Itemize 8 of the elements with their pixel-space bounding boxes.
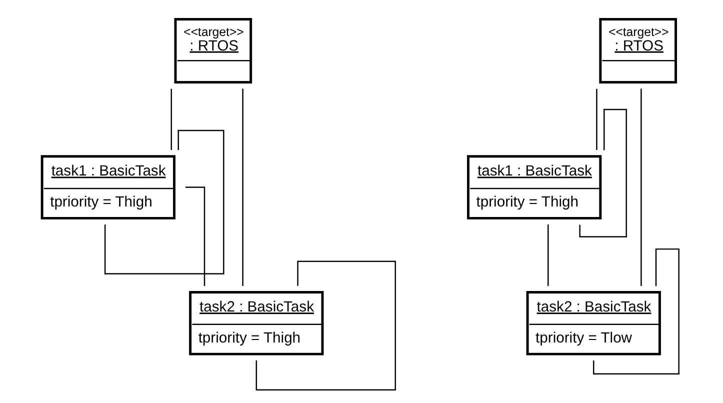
connector [184, 186, 205, 286]
connector [242, 88, 243, 286]
connector [170, 88, 172, 150]
connector [640, 88, 642, 286]
connector [255, 260, 396, 390]
connector [596, 88, 597, 150]
connector [547, 224, 548, 286]
connector [104, 130, 224, 274]
